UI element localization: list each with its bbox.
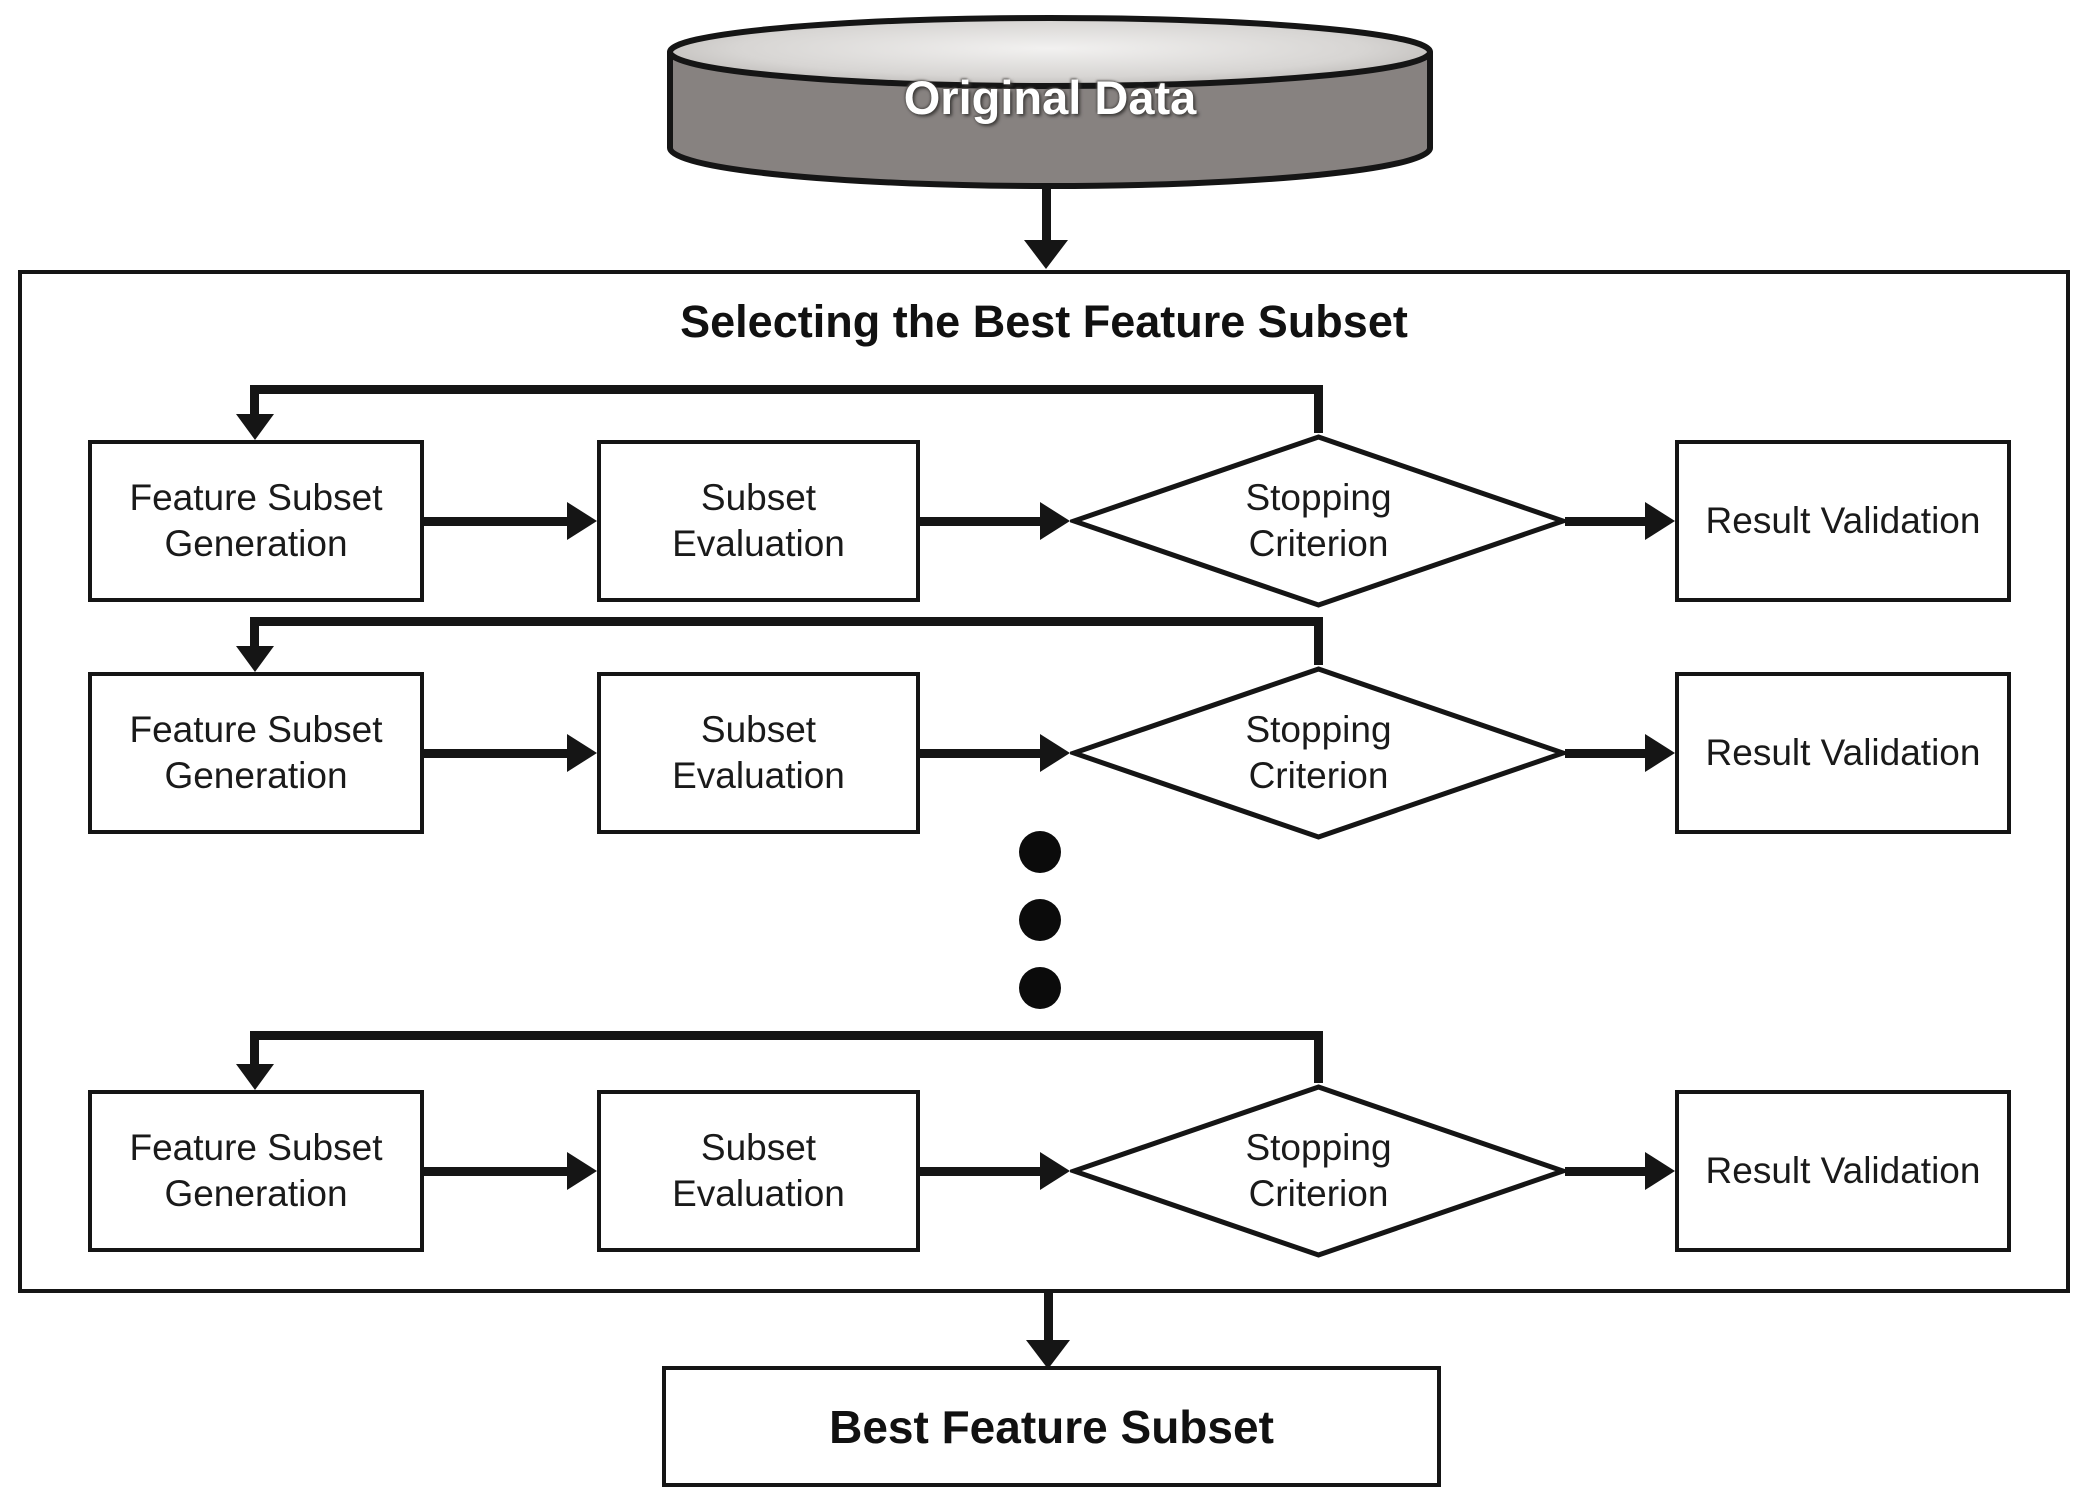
arrow-stop-to-valid-row1 [1565,517,1647,526]
stopping-criterion-label-row1: Stopping Criterion [1245,477,1392,564]
stopping-criterion-diamond-row3: Stopping Criterion [1070,1083,1567,1259]
diamond-shape-row1 [1070,434,1567,608]
arrowhead-eval-to-stop-row2 [1040,734,1070,772]
subset-evaluation-box-row2: Subset Evaluation [597,672,920,834]
arrowhead-eval-to-stop-row3 [1040,1152,1070,1190]
arrowhead-stop-to-valid-row2 [1645,734,1675,772]
arrowhead-source-to-container [1024,240,1068,269]
stopping-criterion-diamond-row1: Stopping Criterion [1070,433,1567,609]
arrow-gen-to-eval-row2 [424,749,569,758]
arrow-eval-to-stop-row2 [920,749,1042,758]
arrow-stop-to-valid-row3 [1565,1167,1647,1176]
arrow-source-to-container [1042,186,1051,240]
feature-subset-generation-label-row2: Feature Subset Generation [129,709,383,796]
feedback-riser-row1 [1314,394,1323,433]
subset-evaluation-box-row3: Subset Evaluation [597,1090,920,1252]
ellipsis-dot [1019,899,1061,941]
feedback-arrowhead-row3 [236,1064,274,1090]
arrowhead-container-to-sink [1026,1340,1070,1369]
result-validation-label-row1: Result Validation [1705,500,1981,542]
arrow-eval-to-stop-row1 [920,517,1042,526]
arrowhead-stop-to-valid-row1 [1645,502,1675,540]
best-feature-subset-label: Best Feature Subset [829,1400,1274,1453]
result-validation-box-row2: Result Validation [1675,672,2011,834]
subset-evaluation-box-row1: Subset Evaluation [597,440,920,602]
best-feature-subset-box: Best Feature Subset [662,1366,1441,1487]
feedback-line-row2 [250,617,1323,626]
feature-subset-generation-box-row1: Feature Subset Generation [88,440,424,602]
arrowhead-gen-to-eval-row1 [567,502,597,540]
container-title: Selecting the Best Feature Subset [680,296,1408,347]
arrowhead-eval-to-stop-row1 [1040,502,1070,540]
ellipsis-dot [1019,967,1061,1009]
arrow-gen-to-eval-row3 [424,1167,569,1176]
feature-subset-generation-label-row3: Feature Subset Generation [129,1127,383,1214]
feature-subset-generation-label-row1: Feature Subset Generation [129,477,383,564]
subset-evaluation-label-row1: Subset Evaluation [672,477,845,564]
stopping-criterion-diamond-row2: Stopping Criterion [1070,665,1567,841]
diamond-shape-row2 [1070,666,1567,840]
feature-subset-generation-box-row2: Feature Subset Generation [88,672,424,834]
feature-subset-generation-box-row3: Feature Subset Generation [88,1090,424,1252]
arrow-stop-to-valid-row2 [1565,749,1647,758]
feedback-riser-row2 [1314,626,1323,665]
diamond-shape-row3 [1070,1084,1567,1258]
result-validation-box-row3: Result Validation [1675,1090,2011,1252]
result-validation-label-row2: Result Validation [1705,732,1981,774]
stopping-criterion-label-row3: Stopping Criterion [1245,1127,1392,1214]
feedback-arrowhead-row2 [236,646,274,672]
feedback-drop-row3 [250,1040,259,1064]
ellipsis-dot [1019,831,1061,873]
result-validation-box-row1: Result Validation [1675,440,2011,602]
feedback-arrowhead-row1 [236,414,274,440]
database-cylinder-icon [667,15,1433,189]
feedback-drop-row1 [250,394,259,414]
arrowhead-stop-to-valid-row3 [1645,1152,1675,1190]
arrow-gen-to-eval-row1 [424,517,569,526]
arrow-eval-to-stop-row3 [920,1167,1042,1176]
subset-evaluation-label-row2: Subset Evaluation [672,709,845,796]
arrowhead-gen-to-eval-row3 [567,1152,597,1190]
arrow-container-to-sink [1044,1293,1053,1340]
stopping-criterion-label-row2: Stopping Criterion [1245,709,1392,796]
feedback-drop-row2 [250,626,259,646]
result-validation-label-row3: Result Validation [1705,1150,1981,1192]
feedback-riser-row3 [1314,1040,1323,1083]
feedback-line-row1 [250,385,1323,394]
feedback-line-row3 [250,1031,1323,1040]
original-data-label: Original Data [903,71,1197,124]
subset-evaluation-label-row3: Subset Evaluation [672,1127,845,1214]
arrowhead-gen-to-eval-row2 [567,734,597,772]
